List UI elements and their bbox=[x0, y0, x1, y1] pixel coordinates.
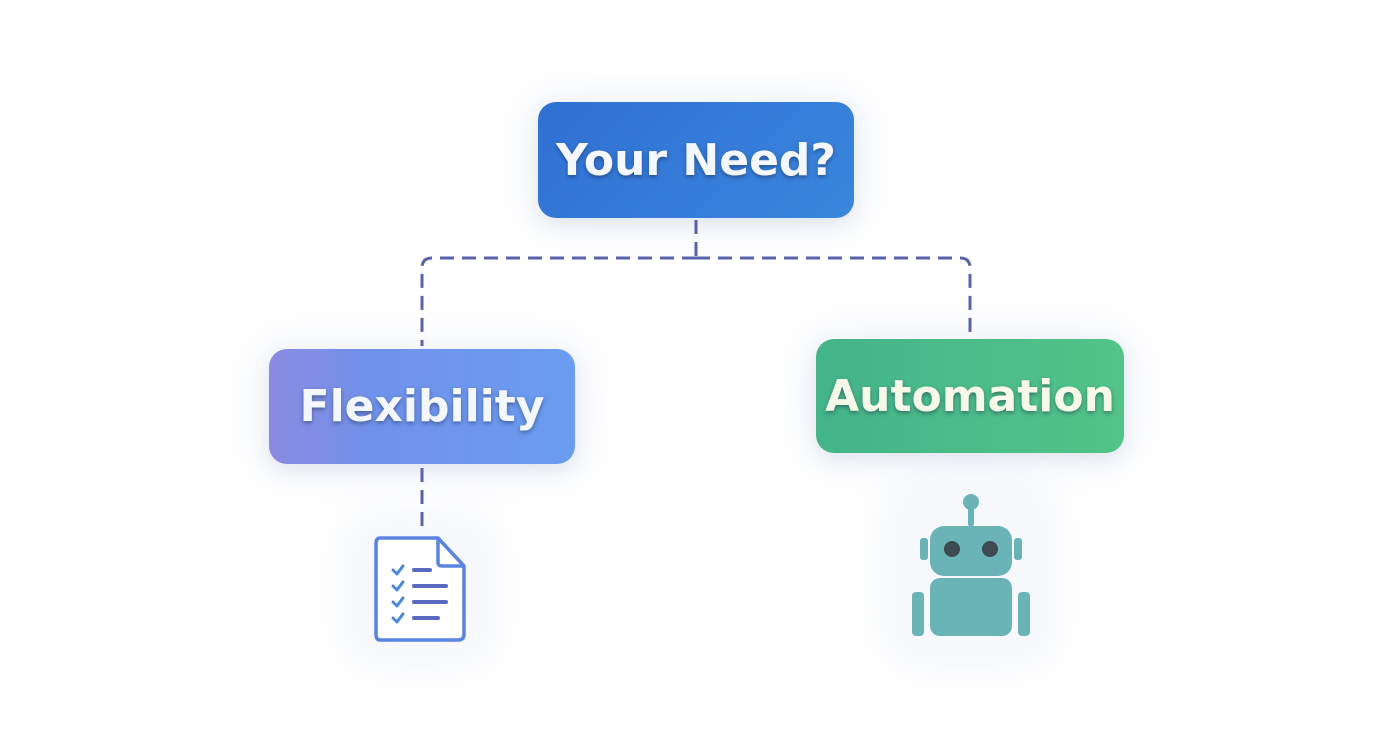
checklist-document-icon bbox=[374, 536, 466, 642]
left-branch-connector bbox=[420, 256, 696, 346]
root-label: Your Need? bbox=[556, 134, 836, 186]
automation-label: Automation bbox=[825, 370, 1115, 422]
root-node: Your Need? bbox=[538, 102, 854, 218]
right-branch-connector bbox=[696, 256, 972, 334]
automation-node: Automation bbox=[816, 339, 1124, 453]
flexibility-label: Flexibility bbox=[299, 381, 545, 432]
flexibility-node: Flexibility bbox=[269, 349, 575, 464]
robot-icon bbox=[912, 494, 1030, 636]
